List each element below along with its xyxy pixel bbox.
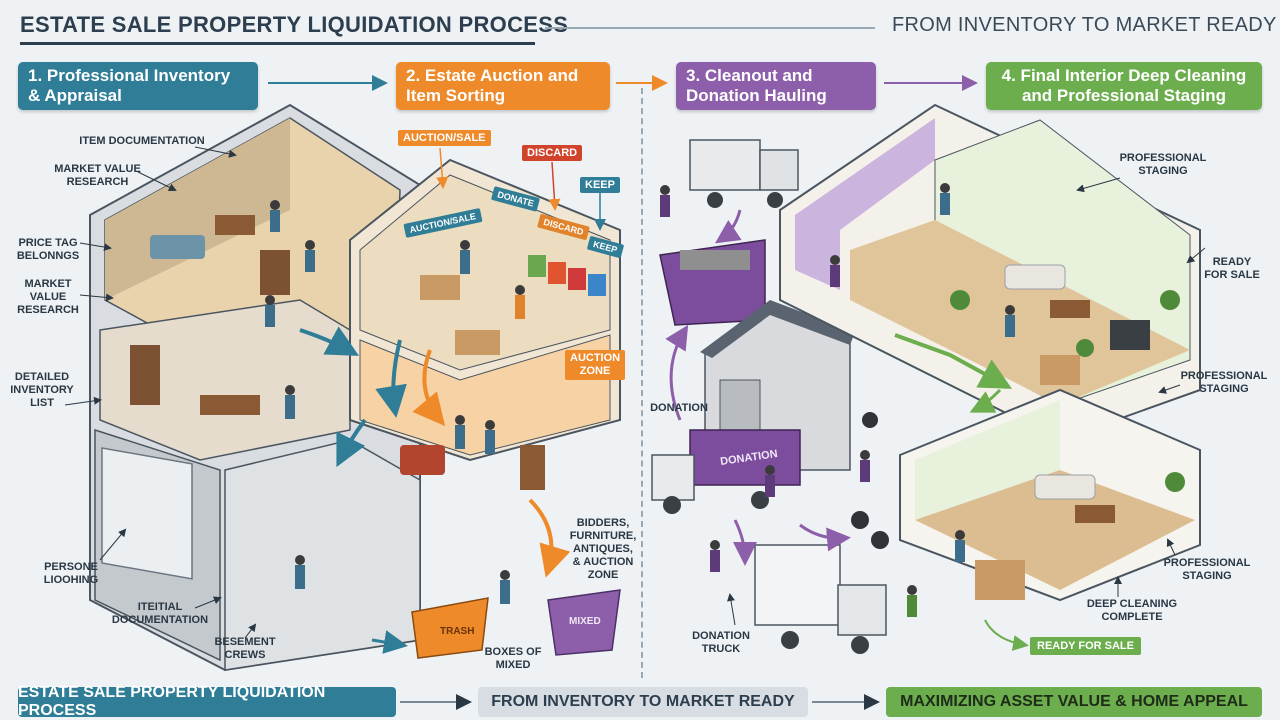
callout-deep-cleaning: DEEP CLEANING COMPLETE xyxy=(1086,598,1178,623)
tag-discard: DISCARD xyxy=(522,145,583,161)
callout-pro-staging-mid: PROFESSIONAL STAGING xyxy=(1180,370,1268,395)
dumpster-label-trash: TRASH xyxy=(440,626,475,637)
step-2-label: 2. Estate Auction and Item Sorting xyxy=(406,66,579,105)
callout-donation-truck: DONATION TRUCK xyxy=(692,630,750,655)
callout-item-documentation: ITEM DOCUMENTATION xyxy=(79,135,205,147)
footer-tagline: MAXIMIZING ASSET VALUE & HOME APPEAL xyxy=(886,687,1262,717)
callout-market-value-research-top: MARKET VALUE RESEARCH xyxy=(54,163,141,188)
right-house-cutaway xyxy=(779,103,1206,651)
step-2-banner: 2. Estate Auction and Item Sorting xyxy=(396,62,610,110)
callout-detailed-inventory: DETAILED INVENTORY LIST xyxy=(10,371,74,409)
callout-itetial: ITEITIAL DOCUMENTATION xyxy=(111,601,209,626)
dumpster-label-mixed: MIXED xyxy=(569,616,601,627)
callout-bidders: BIDDERS, FURNITURE, ANTIQUES, & AUCTION … xyxy=(569,517,637,581)
callout-boxes-mixed: BOXES OF MIXED xyxy=(484,646,542,671)
callout-price-tag: PRICE TAG BELONNGS xyxy=(16,237,80,262)
callout-donation: DONATION xyxy=(650,402,708,414)
step-1-banner: 1. Professional Inventory & Appraisal xyxy=(18,62,258,110)
callout-pro-staging-bottom: PROFESSIONAL STAGING xyxy=(1163,557,1251,582)
step-4-label: 4. Final Interior Deep Cleaning and Prof… xyxy=(1001,66,1247,105)
section-divider xyxy=(641,88,643,678)
page-subtitle: FROM INVENTORY TO MARKET READY xyxy=(892,14,1277,36)
step-3-banner: 3. Cleanout and Donation Hauling xyxy=(676,62,876,110)
callout-market-value-research-left: MARKET VALUE RESEARCH xyxy=(17,278,79,316)
tag-auction-zone: AUCTION ZONE xyxy=(565,350,626,380)
page-title: ESTATE SALE PROPERTY LIQUIDATION PROCESS xyxy=(20,12,569,37)
callout-persone: PERSONE LIOOHING xyxy=(43,561,99,586)
callout-besement: BESEMENT CREWS xyxy=(214,636,276,661)
tag-auction-sale: AUCTION/SALE xyxy=(398,130,491,146)
callout-ready-for-sale: READY FOR SALE xyxy=(1204,256,1260,281)
left-house-cutaway xyxy=(64,103,621,672)
tag-keep: KEEP xyxy=(580,177,620,193)
step-1-label: 1. Professional Inventory & Appraisal xyxy=(28,66,231,105)
title-underline xyxy=(20,42,535,45)
footer-subtitle: FROM INVENTORY TO MARKET READY xyxy=(478,687,808,717)
cleanout-vehicles xyxy=(651,139,889,654)
header-divider-line xyxy=(545,27,875,29)
ready-for-sale-badge: READY FOR SALE xyxy=(1030,637,1141,655)
callout-pro-staging-top: PROFESSIONAL STAGING xyxy=(1119,152,1207,177)
step-4-banner: 4. Final Interior Deep Cleaning and Prof… xyxy=(986,62,1262,110)
footer-process-title: ESTATE SALE PROPERTY LIQUIDATION PROCESS xyxy=(18,684,396,719)
step-3-label: 3. Cleanout and Donation Hauling xyxy=(686,66,827,105)
